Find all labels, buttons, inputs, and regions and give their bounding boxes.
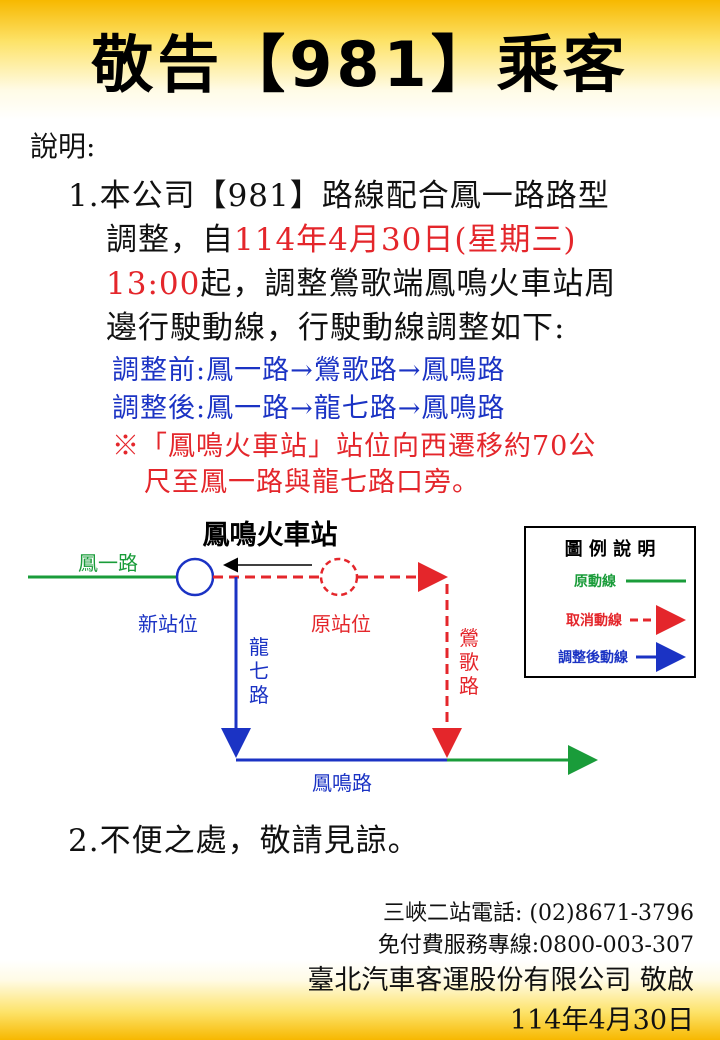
footer-company: 臺北汽車客運股份有限公司 敬啟 bbox=[307, 965, 694, 996]
top-yellow-band bbox=[0, 0, 720, 120]
legend-label-adjusted: 調整後動線 bbox=[558, 649, 628, 666]
relocation-note-line2: 尺至鳳一路與龍七路口旁。 bbox=[144, 467, 480, 498]
station-title: 鳳鳴火車站 bbox=[203, 520, 338, 551]
new-stop-label: 新站位 bbox=[138, 612, 198, 636]
item1-line3: 13:00起，調整鶯歌端鳳鳴火車站周 bbox=[106, 258, 616, 303]
effective-time: 13:00 bbox=[106, 266, 201, 302]
footer-date: 114年4月30日 bbox=[509, 1005, 694, 1036]
item2-line: 2.不便之處，敬請見諒。 bbox=[68, 823, 420, 859]
item1-line3-rest: 起，調整鶯歌端鳳鳴火車站周 bbox=[200, 266, 617, 302]
road-label-longqi-1: 龍 bbox=[249, 635, 269, 659]
road-label-fengyi: 鳳一路 bbox=[78, 551, 138, 575]
item1-line2: 調整，自114年4月30日(星期三) bbox=[106, 214, 577, 259]
legend-title: 圖 例 說 明 bbox=[565, 538, 656, 560]
road-label-longqi-3: 路 bbox=[249, 683, 269, 707]
page-title: 敬告【981】乘客 bbox=[91, 28, 629, 101]
new-stop-marker bbox=[175, 557, 215, 597]
item1-line2-prefix: 調整，自 bbox=[106, 222, 234, 258]
road-label-yingge-2: 歌 bbox=[459, 650, 479, 674]
intro-label: 說明: bbox=[30, 130, 96, 163]
route-before: 調整前:鳳一路→鶯歌路→鳳鳴路 bbox=[112, 355, 506, 386]
footer-phone: 三峽二站電話: (02)8671-3796 bbox=[383, 901, 694, 926]
route-diagram: 鳳鳴火車站 鳳一路 新站位 原站位 鶯 歌 路 龍 七 路 鳳鳴路 圖 例 說 … bbox=[28, 520, 696, 795]
bottom-yellow-band bbox=[0, 960, 720, 1040]
route-after: 調整後:鳳一路→龍七路→鳳鳴路 bbox=[112, 393, 506, 424]
footer-hotline: 免付費服務專線:0800-003-307 bbox=[377, 933, 694, 958]
road-label-longqi-2: 七 bbox=[249, 659, 269, 683]
relocation-note-line1: ※「鳳鳴火車站」站位向西遷移約70公 bbox=[112, 431, 597, 462]
item1-line1: 1.本公司【981】路線配合鳳一路路型 bbox=[68, 178, 610, 214]
road-label-yingge-3: 路 bbox=[459, 674, 479, 698]
road-label-yingge-1: 鶯 bbox=[459, 626, 479, 650]
effective-date: 114年4月30日(星期三) bbox=[234, 222, 577, 258]
legend-label-cancelled: 取消動線 bbox=[566, 612, 622, 629]
item1-line4: 邊行駛動線，行駛動線調整如下: bbox=[106, 310, 566, 346]
legend-label-original: 原動線 bbox=[574, 573, 616, 590]
old-stop-label: 原站位 bbox=[311, 612, 371, 636]
legend-box: 圖 例 說 明 原動線 取消動線 調整後動線 bbox=[524, 526, 696, 678]
old-stop-marker bbox=[319, 557, 359, 597]
road-label-fengming: 鳳鳴路 bbox=[312, 771, 372, 795]
